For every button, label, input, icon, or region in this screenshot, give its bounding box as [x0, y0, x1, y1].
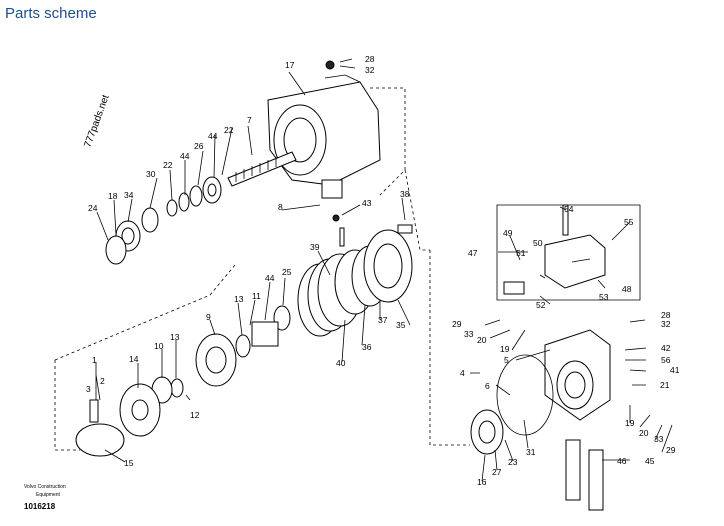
callout-55: 55	[624, 217, 634, 227]
callout-51: 51	[516, 248, 526, 258]
callout-45: 45	[645, 456, 655, 466]
valve-inset-frame	[496, 204, 641, 301]
bolt-head	[332, 214, 340, 222]
mid-parts	[75, 305, 291, 457]
callout-37: 37	[378, 315, 388, 325]
callout-17: 17	[285, 60, 295, 70]
callout-23: 23	[508, 457, 518, 467]
callout-26: 26	[194, 141, 204, 151]
callout-36: 36	[362, 342, 372, 352]
callout-13a: 13	[234, 294, 244, 304]
callout-43: 43	[362, 198, 372, 208]
callout-38: 38	[400, 189, 410, 199]
drive-shaft	[227, 151, 297, 187]
assembly-dashed-boundary	[54, 87, 470, 451]
stamp-line-1: Volvo Construction	[24, 484, 66, 490]
callout-46: 46	[617, 456, 627, 466]
motor-housing	[267, 60, 381, 199]
bolt-shank	[339, 227, 345, 247]
callout-12: 12	[190, 410, 200, 420]
callout-19a: 19	[500, 344, 510, 354]
callout-24: 24	[88, 203, 98, 213]
callout-44b: 44	[180, 151, 190, 161]
callout-13b: 13	[170, 332, 180, 342]
callout-40: 40	[336, 358, 346, 368]
callout-5: 5	[504, 355, 509, 365]
rear-cover	[470, 329, 611, 511]
callout-52: 52	[536, 300, 546, 310]
callout-29b: 29	[666, 445, 676, 455]
callout-20a: 20	[477, 335, 487, 345]
callout-25: 25	[282, 267, 292, 277]
callout-11: 11	[252, 291, 261, 301]
callout-18: 18	[108, 191, 118, 201]
ring-assembly	[297, 229, 413, 337]
callout-48: 48	[622, 284, 632, 294]
callout-49: 49	[503, 228, 513, 238]
callout-4: 4	[460, 368, 465, 378]
callout-56: 56	[661, 355, 671, 365]
callout-22b: 22	[163, 160, 173, 170]
callout-53: 53	[599, 292, 609, 302]
callout-21: 21	[660, 380, 670, 390]
stamp-line-2: Equipment	[36, 492, 61, 498]
callout-42: 42	[661, 343, 671, 353]
callout-41: 41	[670, 365, 680, 375]
callout-9: 9	[206, 312, 211, 322]
callout-30: 30	[146, 169, 156, 179]
callout-50: 50	[533, 238, 543, 248]
callout-20b: 20	[639, 428, 649, 438]
callout-19b: 19	[625, 418, 635, 428]
callout-31: 31	[526, 447, 536, 457]
plug	[397, 224, 413, 234]
callout-47: 47	[468, 248, 478, 258]
callout-6: 6	[485, 381, 490, 391]
callout-28b: 28	[661, 310, 671, 320]
callout-7: 7	[247, 115, 252, 125]
callout-44a: 44	[208, 131, 218, 141]
callout-1: 1	[92, 355, 97, 365]
callout-32b: 32	[661, 319, 671, 329]
callout-10: 10	[154, 341, 164, 351]
callout-15: 15	[124, 458, 134, 468]
stamp-code: 1016218	[24, 502, 56, 511]
callout-39: 39	[310, 242, 320, 252]
callout-29a: 29	[452, 319, 462, 329]
callout-3: 3	[86, 384, 91, 394]
watermark-label: 777pads.net	[82, 93, 111, 149]
callout-16: 16	[477, 477, 487, 487]
callout-14: 14	[129, 354, 139, 364]
callout-leaders	[95, 58, 673, 482]
callout-28a: 28	[365, 54, 375, 64]
callout-8: 8	[278, 202, 283, 212]
callout-34: 34	[124, 190, 134, 200]
upper-bearing-set	[105, 176, 222, 265]
callout-54: 54	[564, 204, 574, 214]
callout-33b: 33	[654, 434, 664, 444]
callout-2: 2	[100, 376, 105, 386]
callout-35: 35	[396, 320, 406, 330]
callout-27: 27	[492, 467, 502, 477]
callout-22a: 22	[224, 125, 234, 135]
callout-33a: 33	[464, 329, 474, 339]
page-title: Parts scheme	[5, 5, 97, 22]
callout-44c: 44	[265, 273, 275, 283]
callout-32a: 32	[365, 65, 375, 75]
